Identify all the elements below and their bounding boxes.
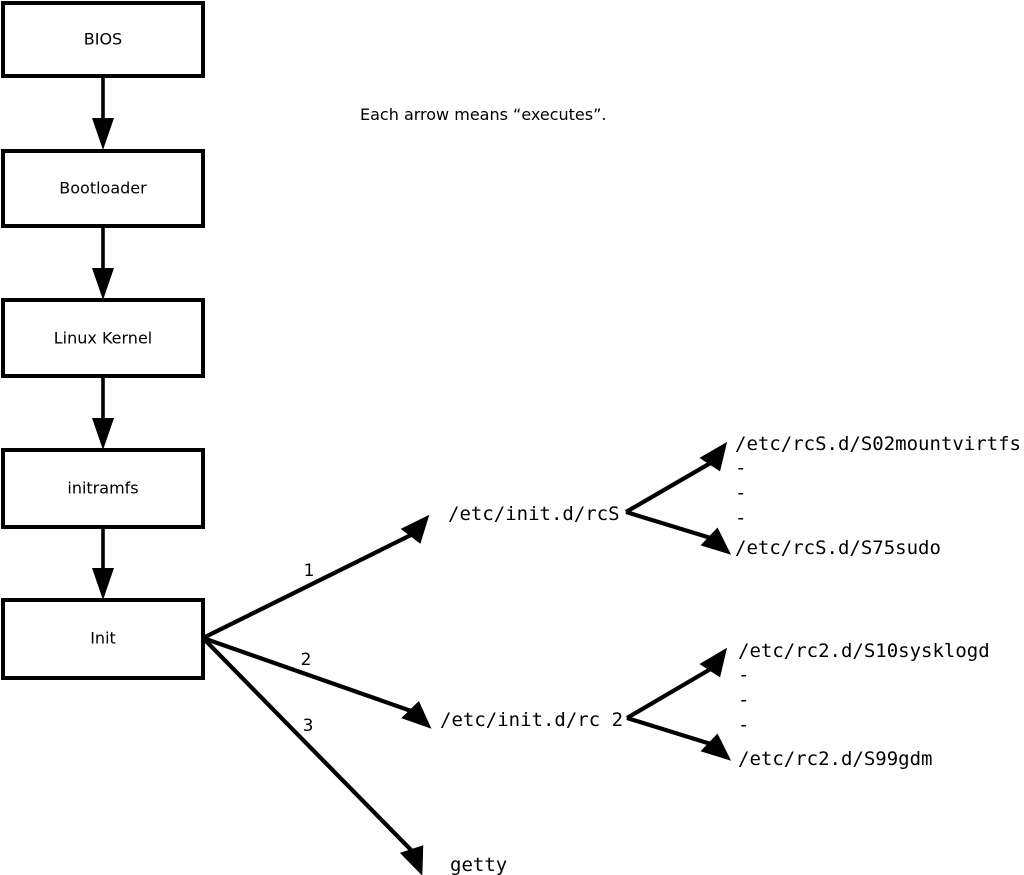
box-bios[interactable]: BIOS: [1, 1, 205, 78]
label-init-target-getty: getty: [450, 854, 507, 875]
init-fanout-arrows: [201, 514, 432, 875]
label-rc2-script-first: /etc/rc2.d/S10sysklogd: [738, 640, 990, 662]
label-rcs-ellipsis-2: -: [735, 482, 746, 504]
rc2-subbranch-arrows: [625, 647, 732, 761]
connector-rc2-to-first-script: [625, 665, 716, 720]
label-rcs-script-last: /etc/rcS.d/S75sudo: [735, 537, 941, 559]
rcs-subbranch-arrows: [624, 441, 732, 555]
label-rc2-script-last: /etc/rc2.d/S99gdm: [738, 748, 932, 770]
box-bootloader[interactable]: Bootloader: [1, 149, 205, 228]
connector-rcs-to-first-script: [624, 459, 716, 514]
connector-rcs-to-last-script: [625, 509, 715, 542]
edge-number-3: 3: [303, 716, 314, 736]
diagram-caption: Each arrow means “executes”.: [360, 105, 606, 124]
box-bios-label: BIOS: [84, 30, 122, 49]
arrowhead-rc2-to-last-script: [700, 733, 732, 761]
arrowhead-bios-to-bootloader: [92, 118, 114, 150]
box-linux-kernel-rect: [1, 298, 205, 378]
connector-init-to-rc2: [202, 636, 415, 714]
box-initramfs[interactable]: initramfs: [1, 448, 205, 529]
arrowhead-init-to-getty: [399, 845, 424, 875]
arrowhead-init-to-rc2: [401, 701, 432, 729]
box-bootloader-rect: [1, 149, 205, 228]
arrowhead-bootloader-to-kernel: [92, 268, 114, 300]
label-init-target-rc2: /etc/init.d/rc 2: [440, 709, 623, 731]
box-linux-kernel-label: Linux Kernel: [54, 329, 152, 348]
connector-init-to-rcs: [202, 531, 416, 640]
edge-number-2: 2: [301, 650, 312, 670]
label-rc2-ellipsis-2: -: [738, 689, 749, 711]
arrowhead-kernel-to-initramfs: [92, 418, 114, 450]
connector-init-to-getty: [201, 636, 416, 855]
label-rc2-ellipsis-1: -: [738, 664, 749, 686]
arrowhead-initramfs-to-init: [92, 568, 114, 600]
edge-number-1: 1: [304, 561, 315, 581]
box-bios-rect: [1, 1, 205, 78]
label-init-target-rcs: /etc/init.d/rcS: [448, 503, 620, 525]
connector-rc2-to-last-script: [626, 715, 715, 748]
box-linux-kernel[interactable]: Linux Kernel: [1, 298, 205, 378]
vertical-connectors: [92, 76, 114, 600]
label-rcs-ellipsis-1: -: [735, 457, 746, 479]
box-init[interactable]: Init: [1, 598, 205, 680]
box-init-label: Init: [90, 629, 116, 648]
box-initramfs-rect: [1, 448, 205, 529]
label-rc2-ellipsis-3: -: [738, 714, 749, 736]
box-bootloader-label: Bootloader: [59, 179, 147, 198]
arrowhead-rc2-to-first-script: [699, 647, 728, 678]
label-rcs-ellipsis-3: -: [735, 507, 746, 529]
arrowhead-init-to-rcs: [400, 514, 430, 544]
box-initramfs-label: initramfs: [67, 479, 138, 498]
arrowhead-rcs-to-first-script: [699, 441, 728, 472]
label-rcs-script-first: /etc/rcS.d/S02mountvirtfs: [735, 433, 1021, 455]
arrowhead-rcs-to-last-script: [700, 527, 732, 555]
